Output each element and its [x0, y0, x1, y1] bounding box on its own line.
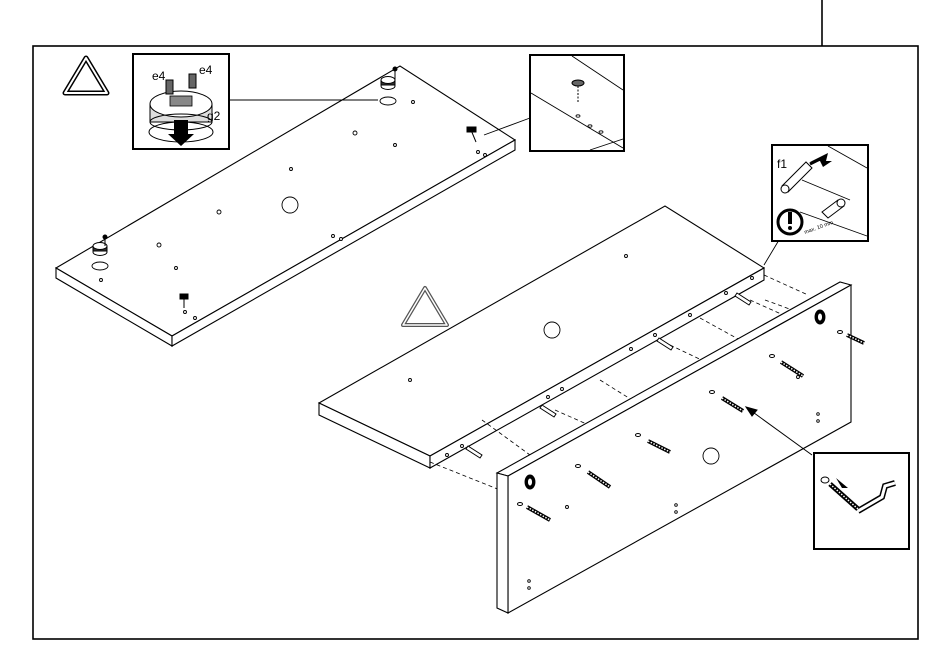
part-label-g2: g2	[207, 109, 221, 123]
cable-hole	[703, 448, 719, 464]
cable-hole	[282, 197, 298, 213]
warning-triangle-icon	[403, 288, 447, 325]
part-label-f1: f1	[777, 157, 787, 171]
cam-lock	[381, 67, 397, 90]
warning-triangle-icon	[65, 58, 107, 93]
bolt-detail-box	[530, 55, 624, 151]
tool-detail-box	[814, 453, 909, 549]
part-label-e4: e4	[152, 69, 166, 83]
cable-hole	[544, 322, 560, 338]
dowel-detail-box: f1 max. 10 mm	[772, 145, 868, 241]
exclamation-circle-icon	[778, 210, 802, 234]
cam-lock-detail-box: e4 e4 g2	[133, 54, 229, 149]
part-label-e4: e4	[199, 63, 213, 77]
cam-lock	[93, 235, 107, 256]
